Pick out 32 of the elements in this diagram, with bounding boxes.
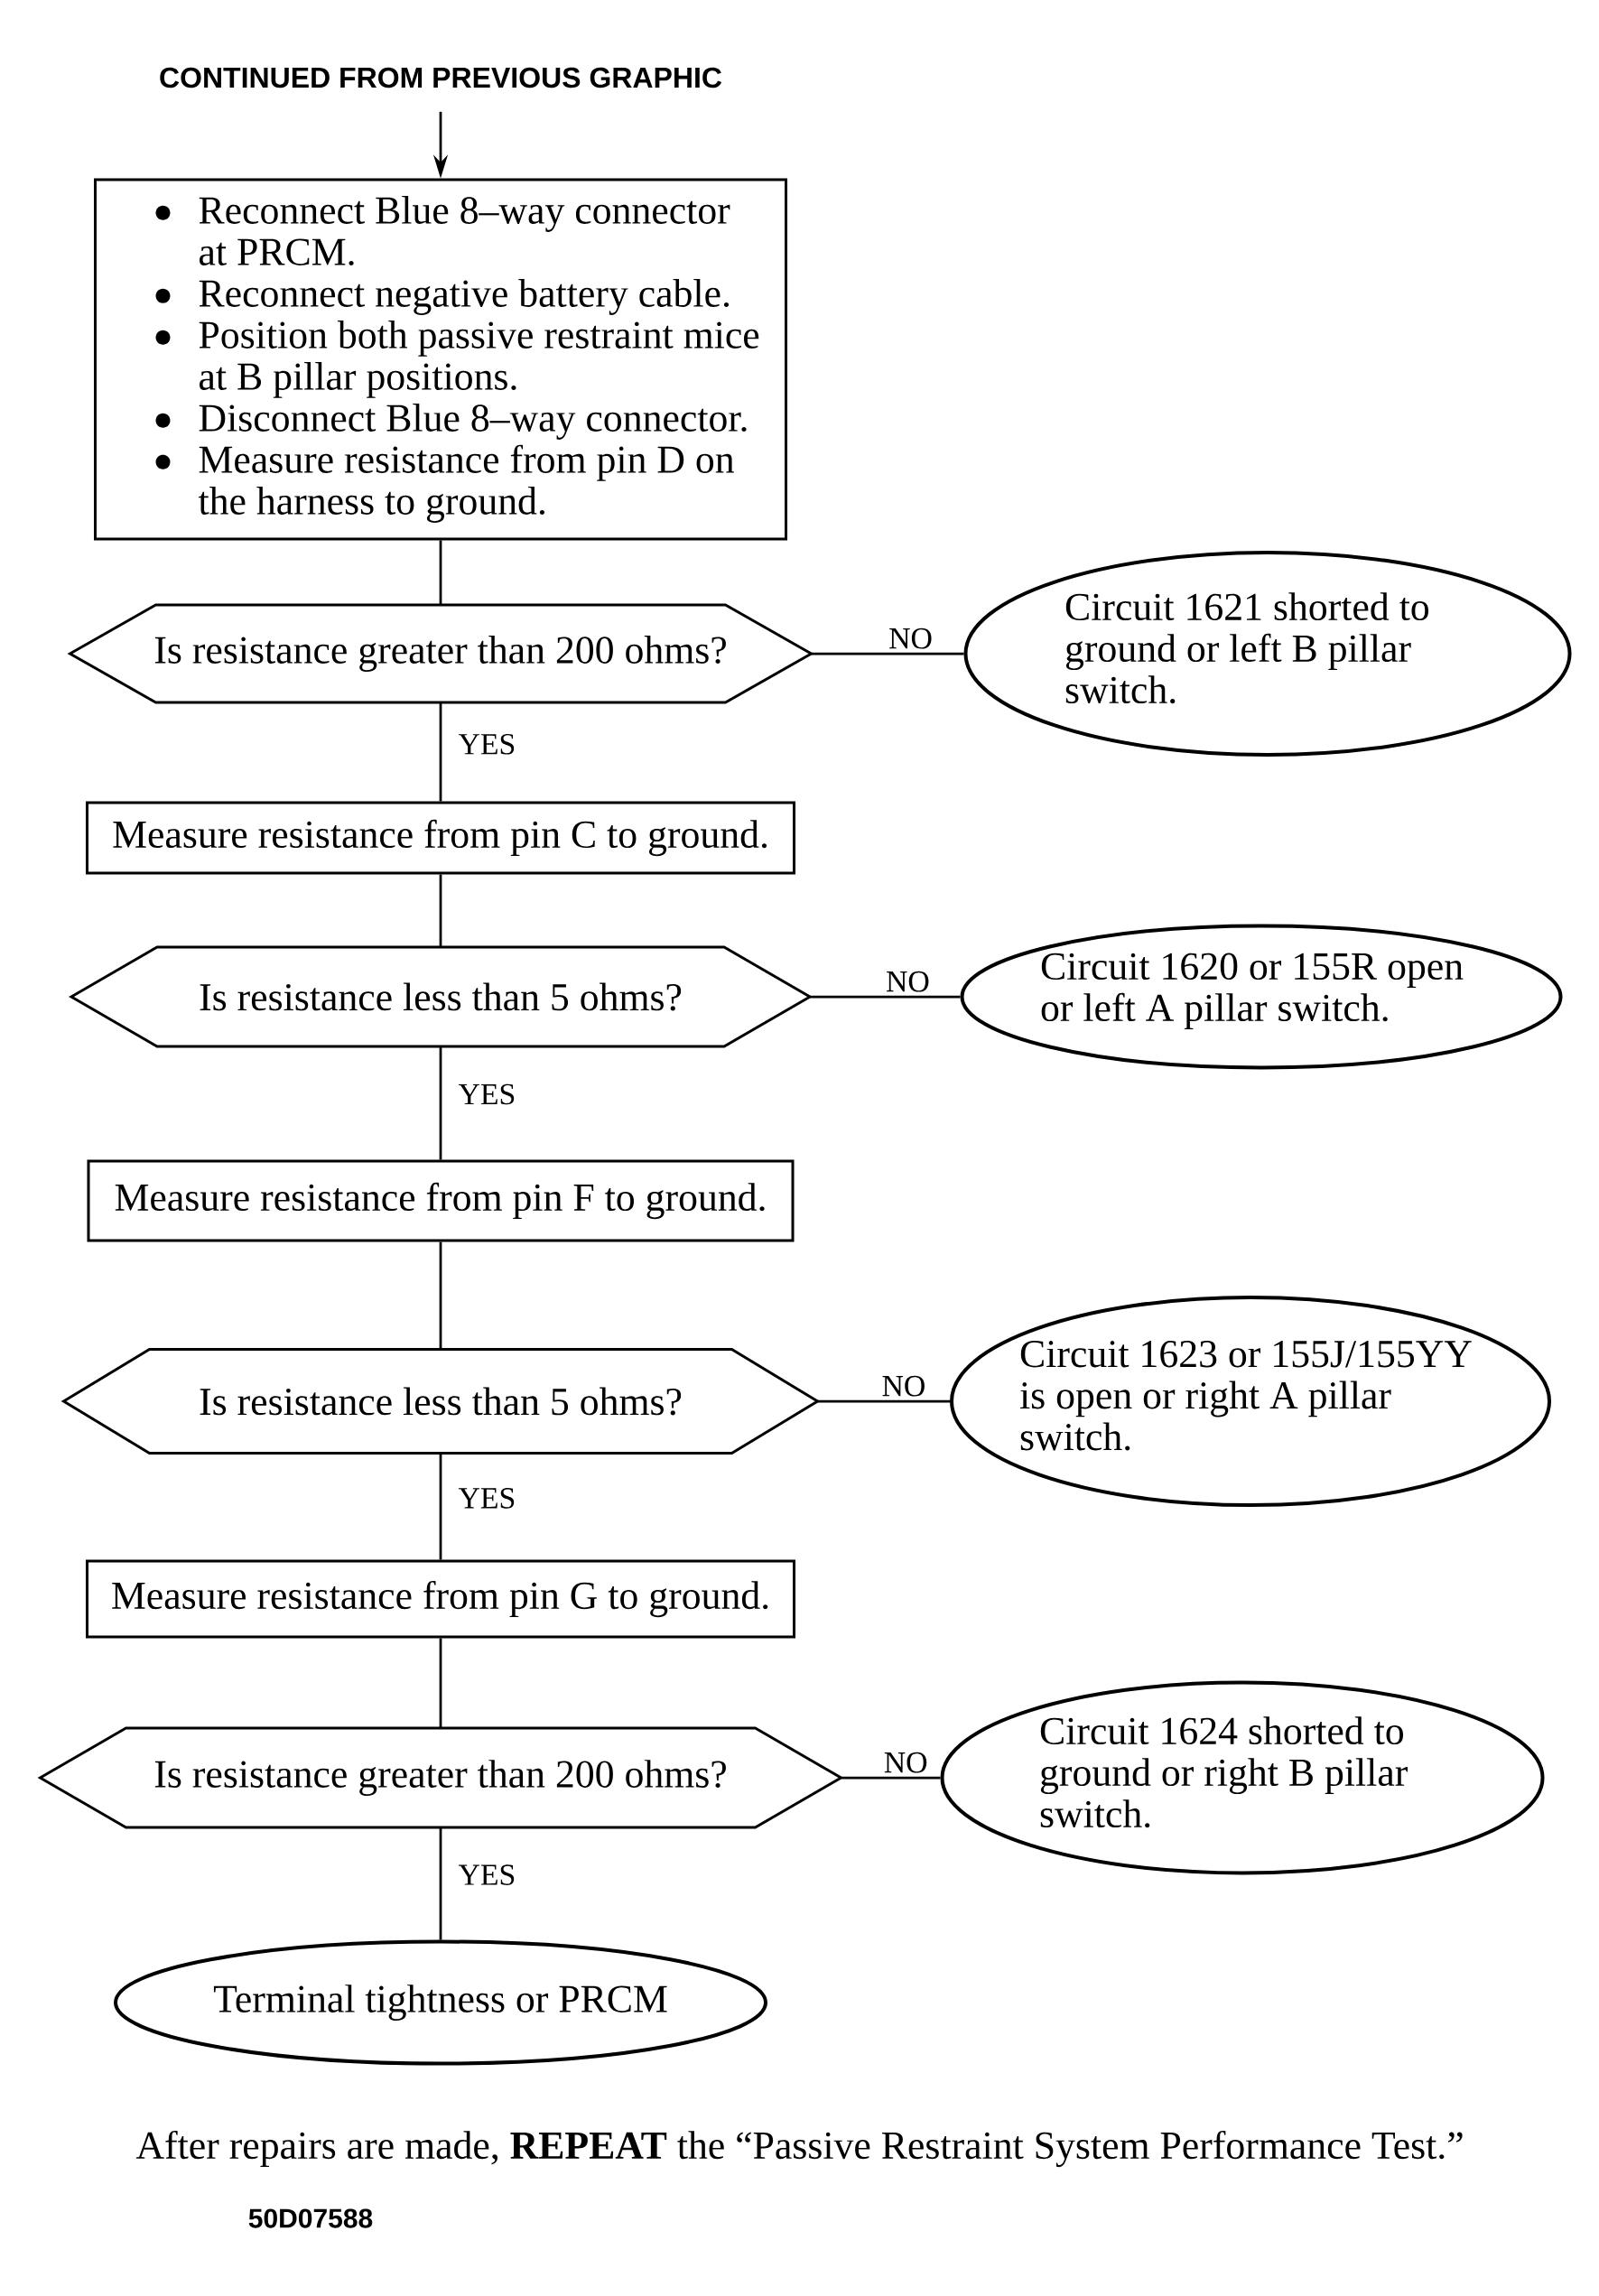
connector-line bbox=[439, 874, 442, 947]
connector-line bbox=[439, 1241, 442, 1349]
process-box: Measure resistance from pin C to ground. bbox=[86, 801, 796, 875]
step-text: Reconnect negative battery cable. bbox=[199, 279, 730, 315]
edge-label: YES bbox=[455, 1081, 519, 1108]
edge-label: YES bbox=[455, 1862, 519, 1888]
footer-note: After repairs are made, REPEAT the “Passive Restraint System Performance Test.” bbox=[135, 2130, 1463, 2168]
step-text: Position both passive restraint mice at B pillar positions. bbox=[199, 321, 759, 398]
edge-label: YES bbox=[455, 1485, 519, 1511]
edge-label: NO bbox=[879, 1372, 929, 1399]
connector-line bbox=[439, 1638, 442, 1728]
figure-code: 50D07588 bbox=[248, 2208, 373, 2228]
process-box bbox=[94, 178, 787, 541]
edge-label: NO bbox=[886, 625, 935, 652]
continuation-note: CONTINUED FROM PREVIOUS GRAPHIC bbox=[160, 67, 722, 88]
step-text: Measure resistance from pin D on the harness to ground. bbox=[198, 444, 734, 523]
connector-line bbox=[818, 1399, 950, 1403]
edge-label: NO bbox=[883, 968, 933, 995]
process-box: Measure resistance from pin F to ground. bbox=[87, 1159, 795, 1242]
connector-line bbox=[810, 995, 961, 999]
connector-line bbox=[439, 540, 442, 605]
edge-label: NO bbox=[880, 1749, 931, 1776]
connector-line bbox=[439, 702, 442, 802]
step-text: Reconnect Blue 8–way connector at PRCM. bbox=[199, 196, 730, 266]
connector-line bbox=[439, 1046, 442, 1160]
connector-line bbox=[812, 652, 964, 655]
step-text: Disconnect Blue 8–way connector. bbox=[199, 404, 747, 440]
connector-line bbox=[439, 1454, 442, 1560]
process-box: Measure resistance from pin G to ground. bbox=[86, 1559, 796, 1639]
edge-label: YES bbox=[455, 730, 519, 758]
connector-line bbox=[841, 1776, 941, 1780]
connector-line bbox=[439, 1827, 442, 1940]
